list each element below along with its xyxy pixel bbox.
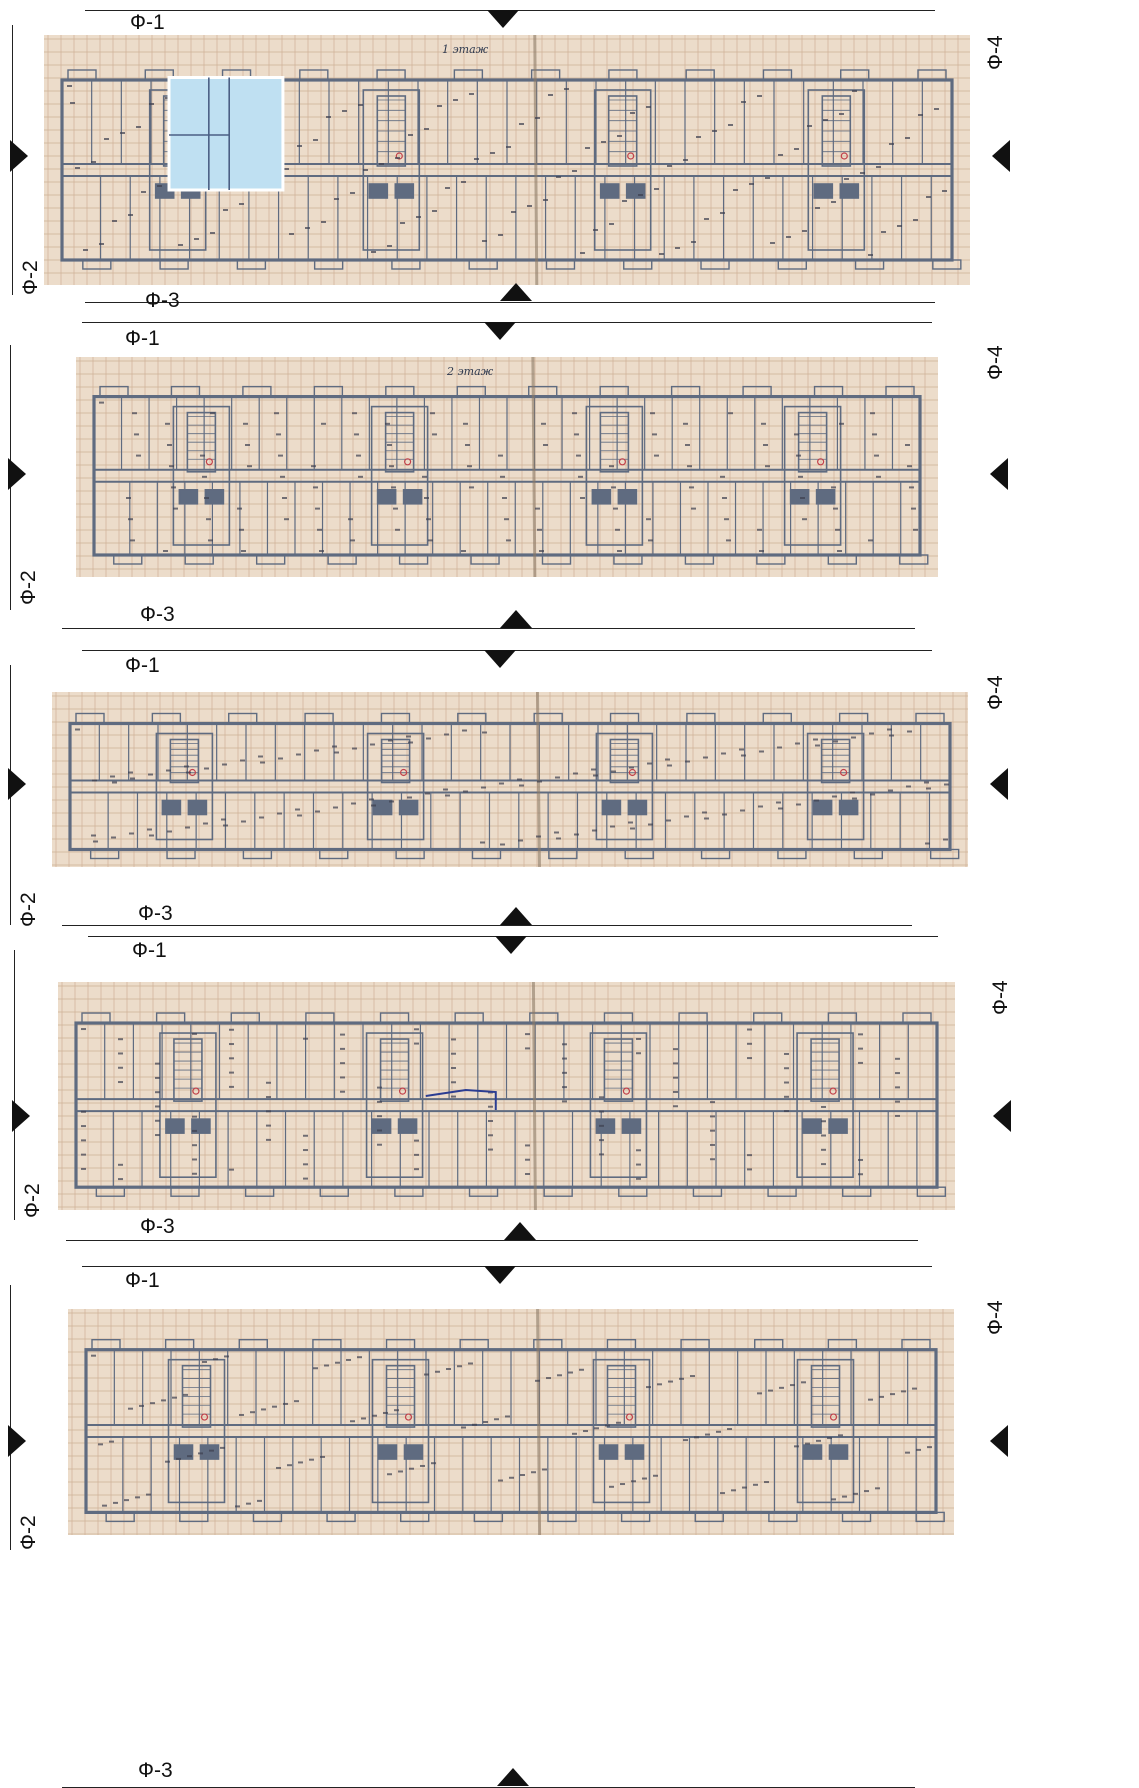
- stair-core: [365, 1032, 424, 1179]
- section-arrow-up: [500, 610, 532, 628]
- section-arrow-down: [484, 322, 516, 340]
- stair-core: [592, 1358, 651, 1504]
- section-label-bottom: Ф-3: [140, 1215, 175, 1238]
- stair-core: [366, 732, 425, 841]
- floor-plan-4: [58, 982, 955, 1210]
- section-line-left: [10, 1285, 11, 1550]
- stair-core: [371, 1358, 430, 1504]
- section-arrow-left: [990, 1425, 1008, 1457]
- section-label-top: Ф-1: [132, 939, 167, 962]
- section-label-bottom: Ф-3: [138, 1759, 173, 1782]
- section-label-left: Ф-2: [17, 1515, 40, 1550]
- stair-core: [155, 732, 214, 841]
- section-arrow-right: [8, 768, 26, 800]
- stair-core: [595, 732, 654, 841]
- section-line-bottom: [85, 302, 935, 303]
- section-line-left: [14, 950, 15, 1220]
- floor-note: 1 этаж: [442, 43, 489, 56]
- section-arrow-left: [992, 140, 1010, 172]
- stair-core: [167, 1358, 226, 1504]
- section-label-top: Ф-1: [125, 1269, 160, 1292]
- stair-core: [783, 405, 842, 546]
- section-arrow-left: [990, 768, 1008, 800]
- section-label-bottom: Ф-3: [140, 603, 175, 626]
- section-arrow-down: [484, 1266, 516, 1284]
- section-arrow-up: [500, 283, 532, 301]
- floor-plan-5: [68, 1309, 954, 1535]
- stair-core: [796, 1358, 855, 1504]
- section-arrow-up: [504, 1222, 536, 1240]
- stair-core: [593, 89, 652, 251]
- section-arrow-right: [8, 458, 26, 490]
- floor-plan-2: 2 этаж: [76, 357, 938, 577]
- section-label-right: Ф-4: [984, 1300, 1007, 1335]
- floor-plan-drawing: [44, 35, 970, 285]
- section-arrow-right: [12, 1100, 30, 1132]
- floor-plan-drawing: [52, 692, 968, 867]
- stair-core: [807, 89, 866, 251]
- section-arrow-left: [990, 458, 1008, 490]
- section-label-bottom: Ф-3: [138, 902, 173, 925]
- section-arrow-left: [993, 1100, 1011, 1132]
- stair-core: [370, 405, 429, 546]
- floor-plan-drawing: [68, 1309, 954, 1535]
- section-line-bottom: [66, 1240, 918, 1241]
- highlighted-apartment: [167, 76, 285, 192]
- section-label-top: Ф-1: [125, 654, 160, 677]
- stair-core: [806, 732, 865, 841]
- floor-note: 2 этаж: [447, 365, 494, 378]
- stair-core: [172, 405, 231, 546]
- stair-core: [796, 1032, 854, 1179]
- stair-core: [589, 1032, 648, 1179]
- floor-plan-3: [52, 692, 968, 867]
- section-line-bottom: [62, 628, 915, 629]
- section-arrow-down: [487, 10, 519, 28]
- floor-plan-drawing: [58, 982, 955, 1210]
- section-label-top: Ф-1: [130, 11, 165, 34]
- section-arrow-right: [8, 1425, 26, 1457]
- floor-plan-drawing: [76, 357, 938, 577]
- section-arrow-right: [10, 140, 28, 172]
- stair-core: [585, 405, 644, 546]
- floor-plan-1: 1 этаж: [44, 35, 970, 285]
- section-label-bottom: Ф-3: [145, 289, 180, 312]
- section-arrow-down: [484, 650, 516, 668]
- section-label-top: Ф-1: [125, 327, 160, 350]
- section-arrow-up: [497, 1768, 529, 1786]
- section-arrow-down: [495, 936, 527, 954]
- section-arrow-up: [500, 907, 532, 925]
- section-line-bottom: [62, 925, 912, 926]
- stair-core: [159, 1032, 217, 1179]
